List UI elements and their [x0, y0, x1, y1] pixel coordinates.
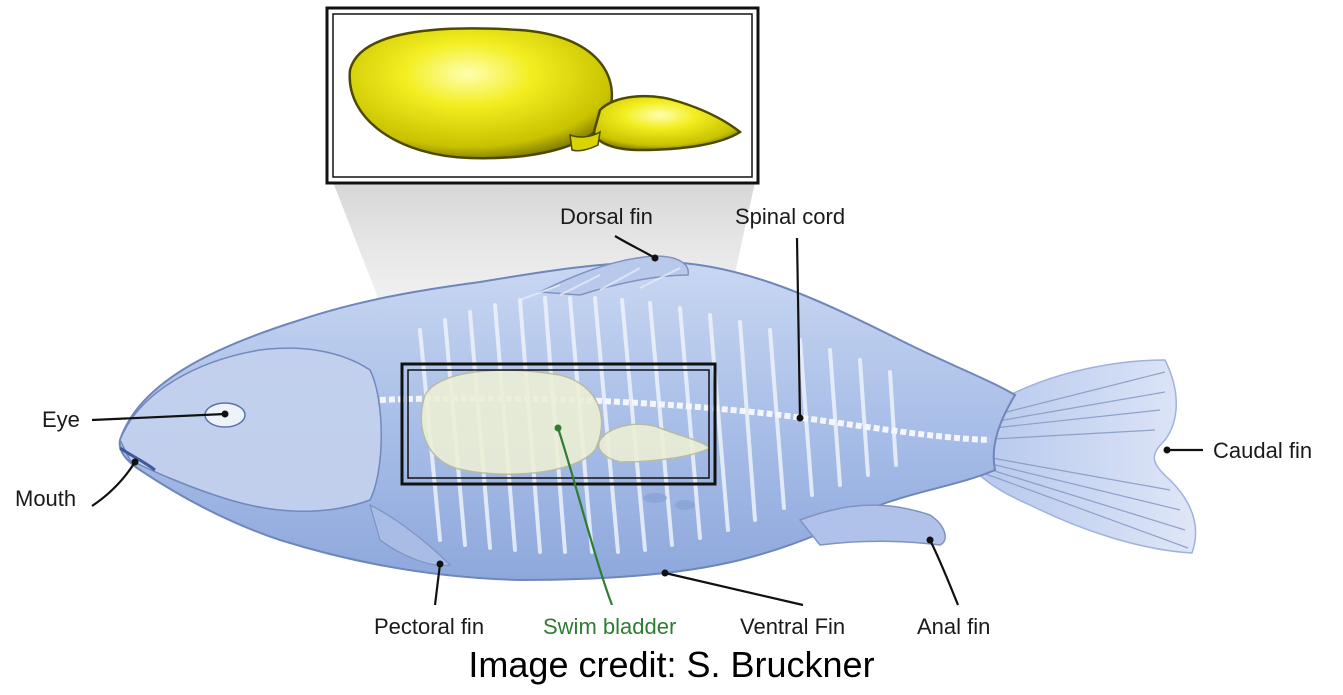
- eye-label: Eye: [42, 409, 80, 431]
- pectoral-fin-label: Pectoral fin: [374, 616, 484, 638]
- image-credit: Image credit: S. Bruckner: [0, 647, 1343, 683]
- swim-bladder-shape: [421, 370, 601, 474]
- ventral-fin-leader: [665, 573, 803, 605]
- dorsal-fin-label: Dorsal fin: [560, 206, 653, 228]
- anal-fin-label: Anal fin: [917, 616, 990, 638]
- swim-bladder-dot: [555, 425, 562, 432]
- swim-bladder-label: Swim bladder: [543, 616, 676, 638]
- ventral-fin-label: Ventral Fin: [740, 616, 845, 638]
- organ-shape: [643, 493, 667, 503]
- spinal-cord-label: Spinal cord: [735, 206, 845, 228]
- anal-fin-leader: [930, 540, 958, 605]
- organ-shape: [675, 500, 695, 510]
- head-shape: [120, 348, 381, 511]
- caudal-fin-label: Caudal fin: [1213, 440, 1312, 462]
- mouth-label: Mouth: [15, 488, 76, 510]
- mouth-leader: [92, 462, 135, 506]
